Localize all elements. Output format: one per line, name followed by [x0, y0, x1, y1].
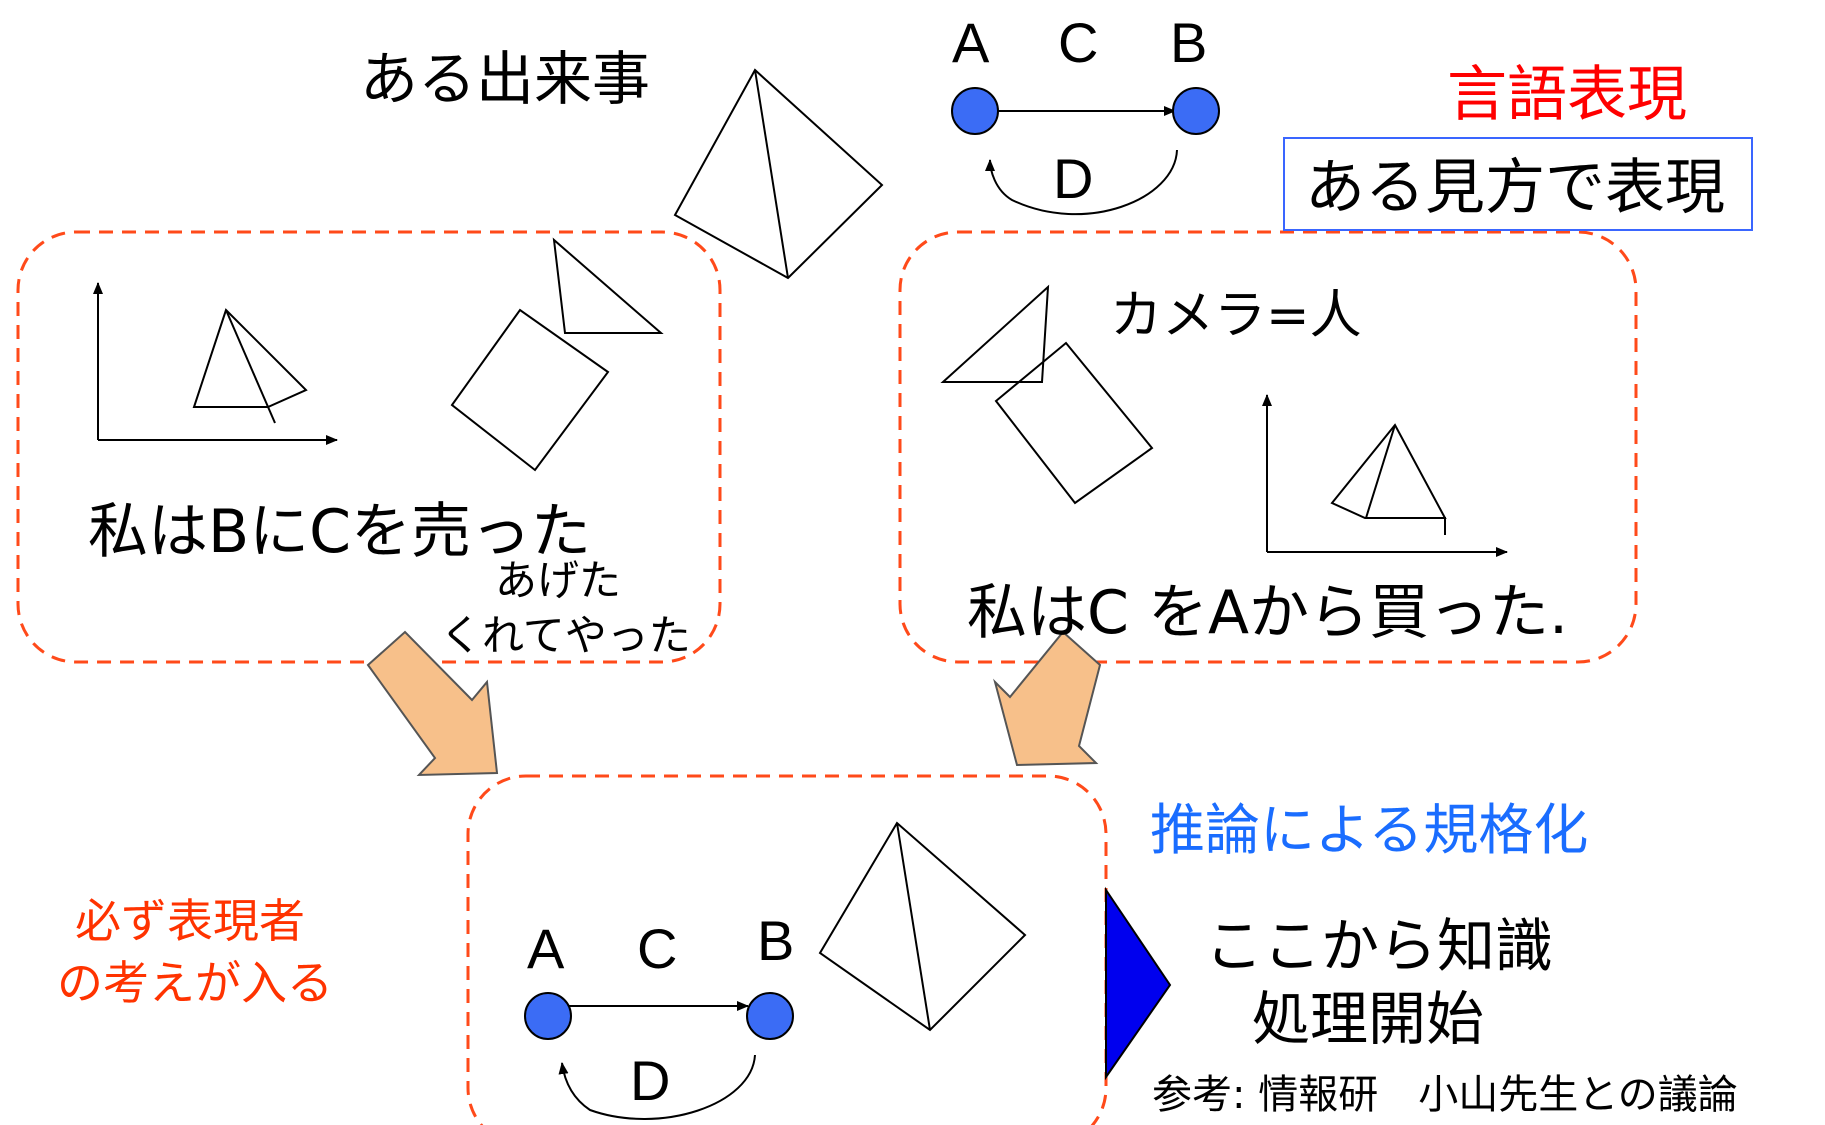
label-a-top: A — [952, 11, 990, 74]
viewpoint-box — [1283, 137, 1753, 231]
linguistic-expression-title: 言語表現 — [1447, 60, 1687, 130]
right-dashed-box — [898, 230, 1638, 664]
left-camera-icon — [450, 237, 664, 472]
left-pyramid-icon — [192, 308, 308, 424]
left-sentence: 私はBにCを売った — [88, 497, 592, 567]
left-variant-a: あげた — [495, 556, 622, 605]
left-dashed-box — [16, 230, 722, 664]
node-b-top — [1172, 87, 1220, 135]
blue-triangle-arrow-icon — [1105, 886, 1172, 1081]
node-b-bottom — [746, 992, 794, 1040]
event-label: ある出来事 — [360, 45, 651, 113]
right-axes — [1262, 394, 1508, 557]
left-axes — [93, 282, 338, 445]
note-line-2: の考えが入る — [57, 956, 333, 1010]
left-variant-b: くれてやった — [440, 611, 691, 660]
label-c-top: C — [1058, 11, 1098, 74]
bottom-relation-graph: A C B D — [524, 909, 794, 1120]
left-down-arrow-icon — [366, 630, 499, 777]
note-line-1: 必ず表現者 — [75, 894, 305, 948]
node-a-bottom — [524, 992, 572, 1040]
camera-label: カメラ=人 — [1110, 286, 1362, 346]
knowledge-line-1: ここから知識 — [1205, 912, 1554, 980]
reference-note: 参考: 情報研 小山先生との議論 — [1152, 1072, 1738, 1118]
label-d-top: D — [1053, 147, 1093, 210]
label-b-bottom: B — [757, 909, 794, 972]
normalization-title: 推論による規格化 — [1150, 798, 1589, 862]
bottom-pyramid-icon — [818, 821, 1027, 1032]
label-b-top: B — [1170, 11, 1207, 74]
viewpoint-box-text: ある見方で表現 — [1305, 153, 1725, 223]
right-camera-icon — [940, 284, 1154, 505]
top-relation-graph: A C B D — [951, 11, 1220, 215]
label-c-bottom: C — [637, 917, 677, 980]
node-a-top — [951, 87, 999, 135]
knowledge-line-2: 処理開始 — [1252, 985, 1485, 1053]
right-pyramid-icon — [1330, 423, 1447, 535]
event-pyramid-icon — [673, 68, 884, 280]
label-a-bottom: A — [527, 917, 565, 980]
label-d-bottom: D — [630, 1049, 670, 1112]
right-sentence: 私はC をAから買った. — [967, 578, 1569, 648]
right-down-arrow-icon — [993, 630, 1102, 767]
